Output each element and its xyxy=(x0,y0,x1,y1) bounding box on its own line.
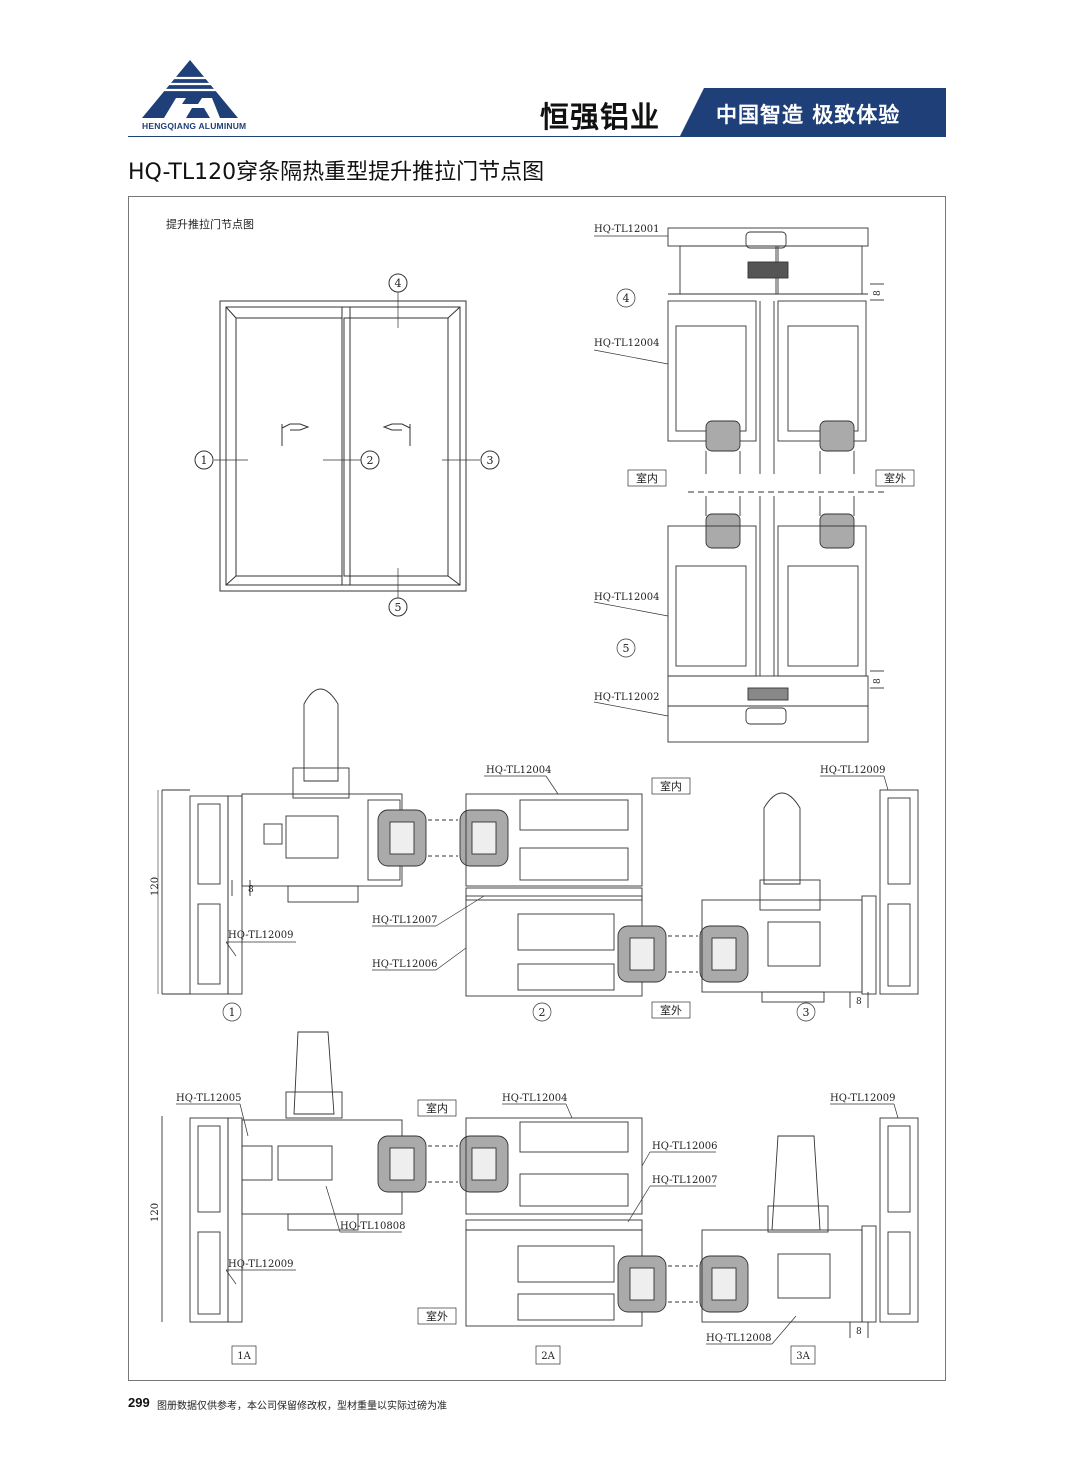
label-hq-tl12004-bottom: HQ-TL12004 xyxy=(594,592,659,603)
label-hq-tl12004-s2: HQ-TL12004 xyxy=(502,1093,567,1104)
horizontal-section-2 xyxy=(161,1031,919,1338)
marker-4: 4 xyxy=(395,277,402,290)
label-hq-tl12007-s1: HQ-TL12007 xyxy=(372,915,437,926)
drawing-frame xyxy=(128,196,946,1381)
section-2-callouts xyxy=(176,1099,899,1365)
outdoor-label-s1: 室外 xyxy=(660,1003,682,1017)
label-hq-tl12006-s2: HQ-TL12006 xyxy=(652,1141,717,1152)
label-hq-tl12009-s1-left: HQ-TL12009 xyxy=(228,930,293,941)
section-3a-label: 3A xyxy=(796,1351,810,1362)
section-1a-label: 1A xyxy=(237,1351,251,1362)
label-hq-tl12005: HQ-TL12005 xyxy=(176,1093,241,1104)
marker-2: 2 xyxy=(367,454,374,467)
brand-name: 恒强铝业 xyxy=(540,100,661,134)
marker-5-detail: 5 xyxy=(623,642,630,655)
vertical-callouts xyxy=(593,235,915,717)
dim-8-bottom: 8 xyxy=(873,678,883,684)
elevation-markers xyxy=(194,273,500,617)
label-hq-tl12008: HQ-TL12008 xyxy=(706,1333,771,1344)
marker-3: 3 xyxy=(487,454,494,467)
label-hq-tl12009-s2-right: HQ-TL12009 xyxy=(830,1093,895,1104)
slogan-banner xyxy=(680,88,946,136)
marker-1: 1 xyxy=(201,454,208,467)
section-2a-label: 2A xyxy=(541,1351,555,1362)
page-number: 299 xyxy=(128,1395,150,1410)
vertical-section xyxy=(667,227,888,743)
label-hq-tl12009-s1-right: HQ-TL12009 xyxy=(820,765,885,776)
header-rule xyxy=(128,136,946,137)
marker-4-detail: 4 xyxy=(623,292,630,305)
label-hq-tl12004-top: HQ-TL12004 xyxy=(594,338,659,349)
dim-120-s1: 120 xyxy=(150,877,161,896)
dim-120-s2: 120 xyxy=(150,1203,161,1222)
label-hq-tl12009-s2-left: HQ-TL12009 xyxy=(228,1259,293,1270)
dim-8-s1-left: 8 xyxy=(248,885,254,895)
dim-8-s1-right: 8 xyxy=(856,997,862,1007)
label-hq-tl12007-s2: HQ-TL12007 xyxy=(652,1175,717,1186)
indoor-label-s2: 室内 xyxy=(426,1101,448,1115)
section-1-callouts xyxy=(222,775,889,1022)
hengqiang-logo xyxy=(142,60,238,118)
node-drawing: 提升推拉门节点图 1 2 3 4 5 xyxy=(150,217,919,1365)
marker-5: 5 xyxy=(395,601,402,614)
label-hq-tl12006-s1: HQ-TL12006 xyxy=(372,959,437,970)
section-1-label: 1 xyxy=(229,1006,236,1019)
slogan-text: 中国智造 极致体验 xyxy=(716,103,901,127)
dim-8-top: 8 xyxy=(873,290,883,296)
logo-text: HENGQIANG ALUMINUM xyxy=(142,121,247,131)
outdoor-label-vertical: 室外 xyxy=(884,471,906,485)
door-elevation xyxy=(214,292,480,604)
label-hq-tl12001: HQ-TL12001 xyxy=(594,224,659,235)
elevation-label: 提升推拉门节点图 xyxy=(166,217,254,231)
footer-note: 图册数据仅供参考，本公司保留修改权，型材重量以实际过磅为准 xyxy=(157,1401,447,1412)
section-2-label: 2 xyxy=(539,1006,546,1019)
page-title: HQ-TL120穿条隔热重型提升推拉门节点图 xyxy=(128,160,545,185)
label-hq-tl12004-s1: HQ-TL12004 xyxy=(486,765,551,776)
label-hq-tl10808: HQ-TL10808 xyxy=(340,1221,405,1232)
outdoor-label-s2: 室外 xyxy=(426,1309,448,1323)
dim-8-s2: 8 xyxy=(856,1327,862,1337)
section-3-label: 3 xyxy=(803,1006,810,1019)
indoor-label-s1: 室内 xyxy=(660,779,682,793)
indoor-label-vertical: 室内 xyxy=(636,471,658,485)
label-hq-tl12002: HQ-TL12002 xyxy=(594,692,659,703)
horizontal-section-1 xyxy=(157,688,919,1008)
